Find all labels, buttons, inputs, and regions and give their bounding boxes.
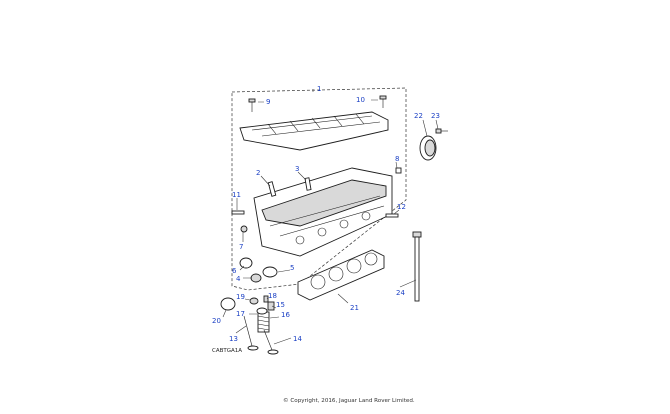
- callout-1: 1: [317, 85, 321, 93]
- callout-14: 14: [293, 335, 302, 343]
- callout-6: 6: [232, 267, 237, 275]
- camshaft-cover: [239, 111, 389, 151]
- dowel-11: [231, 210, 245, 215]
- callout-24: 24: [396, 289, 405, 297]
- callout-5: 5: [290, 264, 294, 272]
- oil-seal-22: [419, 135, 437, 161]
- callout-9: 9: [266, 98, 270, 106]
- callout-23: 23: [431, 112, 440, 120]
- copyright-notice: © Copyright, 2016, Jaguar Land Rover Lim…: [283, 397, 415, 404]
- dowel-2: [267, 181, 277, 197]
- callout-19: 19: [236, 293, 245, 301]
- exhaust-valve: [263, 329, 279, 355]
- seal-7: [240, 225, 248, 233]
- valve-stem-seal-20: [220, 297, 236, 311]
- bolt-10: [379, 95, 387, 108]
- seal-4: [250, 273, 262, 283]
- spring-retainer-17: [256, 307, 268, 315]
- seal-5: [262, 266, 278, 278]
- callout-16: 16: [281, 311, 290, 319]
- callout-20: 20: [212, 317, 221, 325]
- head-gasket: [297, 249, 385, 301]
- leader-lines: [222, 89, 439, 345]
- valve-spring: [257, 311, 270, 333]
- callout-18: 18: [268, 292, 277, 300]
- spring-seat-19: [249, 297, 259, 305]
- bolt-9: [248, 98, 256, 112]
- callout-22: 22: [414, 112, 423, 120]
- callout-2: 2: [256, 169, 260, 177]
- callout-7: 7: [239, 243, 243, 251]
- callout-21: 21: [350, 304, 359, 312]
- callout-4: 4: [236, 275, 241, 283]
- callout-17: 17: [236, 310, 245, 318]
- callout-11: 11: [232, 191, 241, 199]
- head-bolt: [412, 231, 422, 302]
- dowel-3: [304, 177, 312, 191]
- tappet-15: [267, 301, 275, 311]
- callout-13: 13: [229, 335, 238, 343]
- callout-10: 10: [356, 96, 365, 104]
- figure-code: CABTGA1A: [212, 348, 242, 354]
- bolt-23: [435, 128, 448, 134]
- intake-valve: [243, 315, 259, 351]
- cylinder-head: [253, 167, 393, 257]
- callout-3: 3: [295, 165, 299, 173]
- dowel-8: [395, 167, 402, 174]
- dowel-12: [385, 213, 399, 218]
- callout-12: 12: [397, 203, 406, 211]
- callout-8: 8: [395, 155, 399, 163]
- seal-6: [239, 257, 253, 269]
- callout-15: 15: [276, 301, 285, 309]
